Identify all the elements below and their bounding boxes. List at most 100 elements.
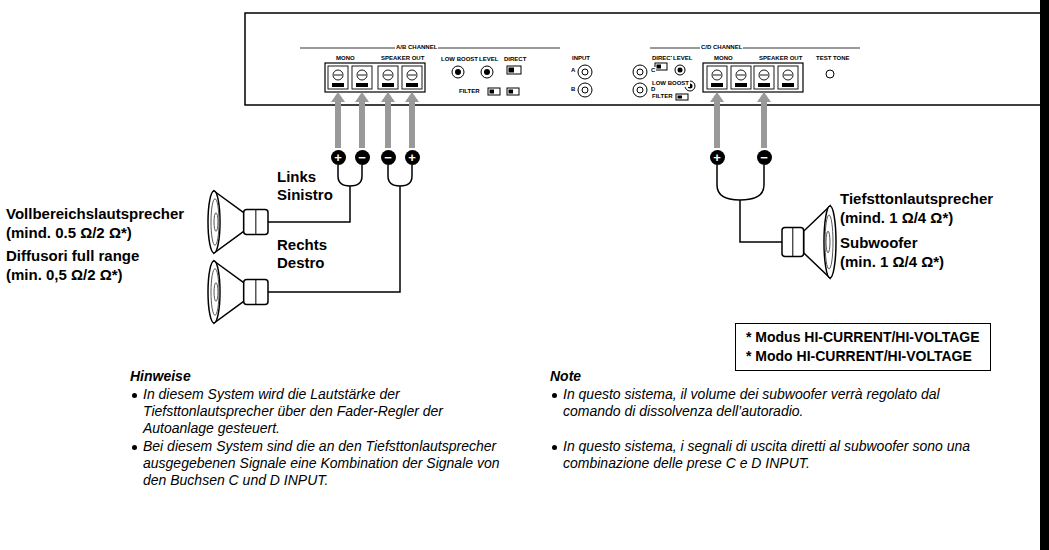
speaker-surround — [211, 269, 219, 316]
panel-label: LEVEL — [478, 56, 499, 63]
speaker-magnet — [244, 210, 268, 235]
speaker-label: Destro — [277, 254, 325, 272]
bullet-dot — [132, 393, 137, 398]
panel-label: C — [650, 67, 656, 74]
switch-slider — [490, 90, 495, 94]
speaker-label: (mind. 1 Ω/4 Ω*) — [840, 209, 953, 227]
wire — [268, 165, 362, 222]
terminal — [707, 66, 727, 89]
terminal-screw — [712, 70, 722, 80]
switch-slider — [509, 68, 515, 73]
speaker-label: Tiefsttonlautsprecher — [840, 190, 993, 208]
arrow-head — [381, 92, 395, 102]
magnet-ring — [255, 280, 256, 305]
speaker-wires — [268, 165, 782, 292]
speaker-label: Vollbereichslautsprecher — [6, 205, 184, 223]
wire-slot — [332, 83, 344, 87]
polarity-mark: − — [381, 150, 396, 165]
wire-slot — [382, 83, 394, 87]
terminal-housing — [325, 63, 425, 92]
terminal — [328, 66, 348, 89]
panel-label: MONO — [335, 55, 356, 62]
rca-jack — [578, 65, 592, 79]
mode-note: * Modo HI-CURRENT/HI-VOLTAGE — [746, 347, 980, 366]
terminal — [778, 66, 798, 89]
switch-slider — [678, 96, 683, 99]
terminal-screw — [333, 70, 343, 80]
rca-pin — [582, 69, 588, 75]
polarity-mark: − — [355, 150, 370, 165]
wire-slot — [406, 83, 418, 87]
wire-slot — [735, 83, 747, 87]
amplifier — [245, 13, 1040, 105]
arrow-shaft — [385, 100, 391, 148]
switch — [488, 88, 500, 95]
switch — [655, 63, 667, 70]
arrow-head — [710, 92, 724, 102]
magnet-ring — [792, 228, 793, 257]
screw-slot — [784, 75, 792, 76]
terminal-screw — [759, 70, 769, 80]
note-heading: Note — [550, 368, 581, 385]
arrow-shaft — [409, 100, 415, 148]
arrow-shaft — [714, 100, 720, 148]
rca-jack — [578, 83, 592, 97]
knob — [675, 65, 685, 75]
polarity-mark: + — [710, 150, 725, 165]
screw-slot — [358, 75, 366, 76]
page-edge-bar — [1040, 0, 1049, 550]
terminal-screw — [383, 70, 393, 80]
panel-label: SPEAKER OUT — [758, 55, 803, 62]
knob-center — [484, 69, 490, 75]
panel-label: D — [650, 86, 656, 93]
arrow-shaft — [761, 100, 767, 148]
magnet-ring — [255, 210, 256, 235]
wire-slot — [782, 83, 794, 87]
bullet-dot — [552, 445, 557, 450]
terminal — [754, 66, 774, 89]
panel-label: A/B CHANNEL — [395, 44, 438, 51]
screw-slot — [713, 75, 721, 76]
panel-label: DIRECT — [503, 56, 527, 63]
wire-slot — [356, 83, 368, 87]
speaker-surround — [825, 215, 833, 269]
arrow-head — [757, 92, 771, 102]
panel-label: LOW BOOST — [440, 56, 479, 63]
switch — [507, 88, 519, 95]
arrow-head — [405, 92, 419, 102]
panel-label: LOW BOOST — [651, 80, 690, 87]
speaker-label: (mind. 0.5 Ω/2 Ω*) — [6, 224, 132, 242]
wire — [268, 165, 412, 292]
wire — [717, 165, 782, 242]
panel-label: TEST TONE — [815, 55, 851, 62]
knob-center — [678, 68, 683, 73]
rca-pin — [582, 87, 588, 93]
polarity-mark: + — [405, 150, 420, 165]
speaker — [208, 191, 268, 253]
speaker-label: (min. 0,5 Ω/2 Ω*) — [6, 266, 123, 284]
panel-label: B — [570, 86, 576, 93]
terminal — [378, 66, 398, 89]
terminal-screw — [783, 70, 793, 80]
bullet-dot — [132, 445, 137, 450]
screw-slot — [737, 75, 745, 76]
screw-slot — [760, 75, 768, 76]
speaker-label: Rechts — [277, 236, 327, 254]
panel-label: INPUT — [571, 55, 591, 62]
panel-label: LEVEL — [672, 55, 693, 62]
arrow-shaft — [335, 100, 341, 148]
panel-label: FILTER — [458, 88, 481, 95]
panel-label: A — [570, 67, 576, 74]
panel-label: FILTER — [651, 93, 674, 100]
rca-pin — [637, 87, 643, 93]
wire-slot — [711, 83, 723, 87]
terminal-block — [325, 63, 425, 92]
speaker — [208, 261, 268, 323]
terminal — [352, 66, 372, 89]
screw-slot — [408, 75, 416, 76]
terminal-screw — [736, 70, 746, 80]
polarity-mark: − — [757, 150, 772, 165]
speaker-surround — [211, 199, 219, 246]
test-tone-led — [826, 70, 834, 78]
speaker-label: Sinistro — [277, 186, 333, 204]
